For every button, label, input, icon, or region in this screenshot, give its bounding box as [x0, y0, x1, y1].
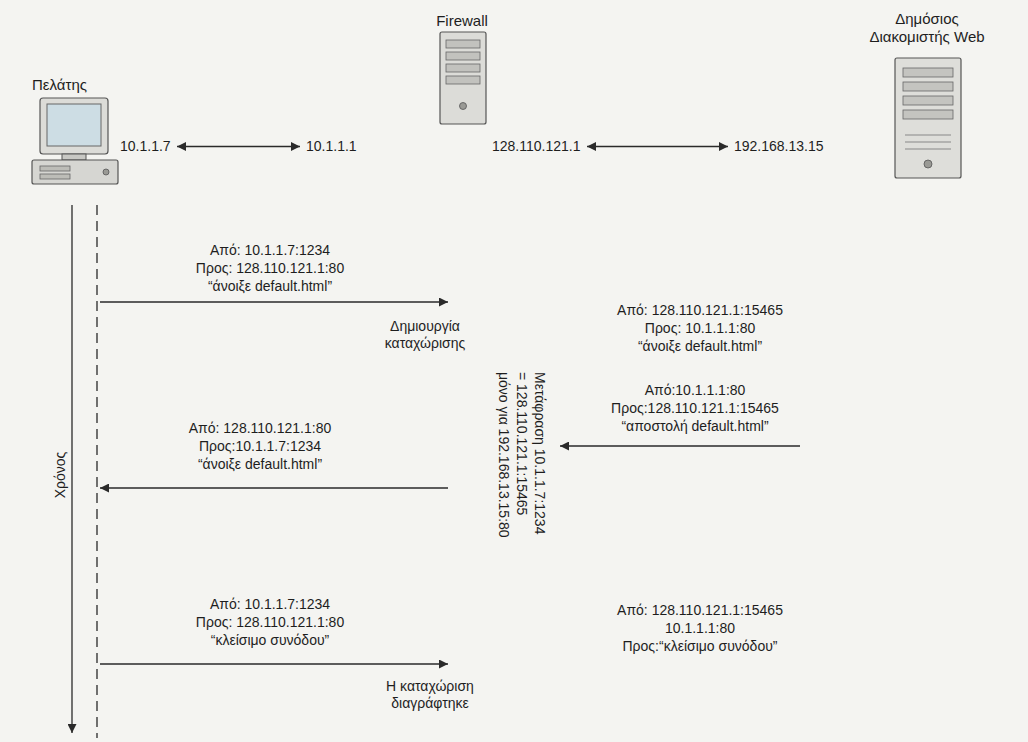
state-note: Δημιουργία καταχώρισης: [370, 318, 480, 352]
message-label: Προς: 10.1.1.1:80: [645, 320, 755, 337]
tower-case: [440, 32, 486, 124]
message-label: Προς:128.110.121.1:15465: [611, 400, 779, 417]
message-label: Προς: 128.110.121.1:80: [196, 614, 344, 631]
message-label: Προς: 128.110.121.1:80: [196, 260, 344, 277]
power-button: [924, 160, 932, 168]
drive-bay: [903, 68, 953, 77]
message-label: “άνοιξε default.html”: [208, 278, 332, 295]
vent-line: [905, 149, 951, 150]
ip-address: 128.110.121.1: [492, 138, 581, 155]
screen: [47, 104, 101, 146]
message-label: Προς:“κλείσιμο συνόδου”: [623, 638, 778, 655]
ip-address: 192.168.13.15: [734, 138, 824, 155]
drive-bay: [903, 82, 953, 91]
message-arrow: [100, 301, 448, 302]
firewall-icon: [440, 32, 486, 124]
message-label: Από: 10.1.1.7:1234: [210, 596, 330, 613]
node-heading: Δημόσιος Διακομιστής Web: [857, 10, 997, 46]
message-label: Από: 128.110.121.1:15465: [617, 302, 783, 319]
device-node: Δημόσιος Διακομιστής Web 192.168.13.15: [728, 8, 1003, 186]
drive-slot: [40, 174, 70, 179]
translation-note: Μετάφραση 10.1.1.7:1234: [531, 372, 548, 534]
drive-bay: [446, 40, 480, 48]
message-arrow: [100, 487, 448, 488]
message-label: Από: 128.110.121.1:15465: [617, 602, 783, 619]
drive-bay: [903, 110, 953, 119]
message-label: “άνοιξε default.html”: [198, 456, 322, 473]
message-label: “άνοιξε default.html”: [638, 338, 762, 355]
message-label: Προς:10.1.1.7:1234: [199, 438, 321, 455]
time-axis: [71, 205, 72, 733]
vent-line: [905, 135, 951, 136]
computer-icon: [32, 98, 118, 184]
monitor-stand: [62, 154, 86, 160]
monitor: [40, 98, 108, 154]
drive-bay: [903, 96, 953, 105]
device-node: Firewall 10.1.1.1 128.110.121.1: [300, 8, 587, 168]
message-label: 10.1.1.1:80: [665, 620, 735, 637]
drive-bay: [446, 64, 480, 72]
server-icon: [895, 58, 961, 178]
desktop-case: [32, 160, 118, 184]
message-arrow: [560, 445, 800, 446]
client-lifeline: [96, 205, 97, 738]
message-label: “κλείσιμο συνόδου”: [211, 632, 330, 649]
node-heading: Firewall: [436, 12, 488, 30]
translation-note: = 128.110.121.1:15465: [513, 372, 530, 515]
power-button: [460, 103, 467, 110]
drive-bay: [446, 76, 480, 84]
link-arrow: [177, 146, 300, 147]
message-label: “αποστολή default.html”: [621, 418, 768, 435]
ip-address: 10.1.1.1: [306, 138, 357, 155]
node-heading: Πελάτης: [32, 76, 87, 94]
message-label: Από:10.1.1.1:80: [645, 382, 746, 399]
axis-label: Χρόνος: [52, 452, 69, 499]
message-arrow: [100, 663, 448, 664]
server-case: [895, 58, 961, 178]
device-node: Πελάτης 10.1.1.7: [20, 72, 177, 200]
message-label: Από: 128.110.121.1:80: [189, 420, 332, 437]
state-note: Η καταχώριση διαγράφτηκε: [370, 678, 490, 712]
power-button: [103, 169, 109, 175]
link-arrow: [587, 146, 728, 147]
translation-note: μόνο για 192.168.13.15:80: [495, 372, 512, 538]
ip-address: 10.1.1.7: [120, 138, 171, 155]
drive-bay: [446, 52, 480, 60]
drive-slot: [40, 166, 70, 171]
vent-line: [905, 142, 951, 143]
message-label: Από: 10.1.1.7:1234: [210, 242, 330, 259]
